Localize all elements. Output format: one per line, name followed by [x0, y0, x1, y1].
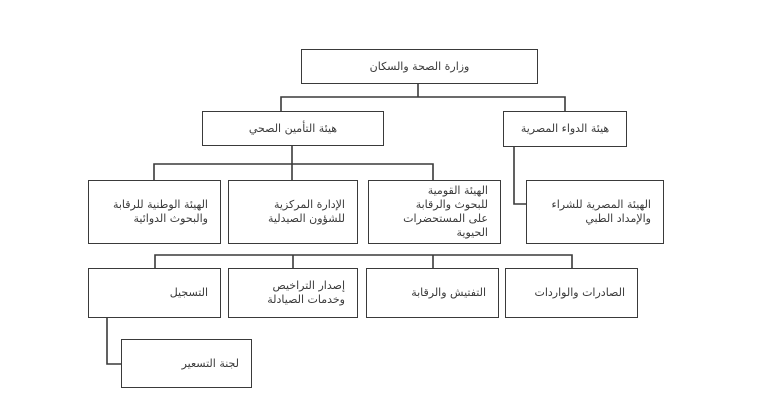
connector-drug-to-procurement [513, 147, 526, 205]
connector-level2-bus [280, 96, 566, 111]
node-drug-authority-label: هيئة الدواء المصرية [520, 122, 610, 135]
node-health-insurance: هيئة التأمين الصحي [202, 111, 384, 146]
node-import-export-label: الصادرات والواردات [534, 286, 626, 299]
node-national-org: الهيئة الوطنية للرقابة والبحوث الدوائية [88, 180, 221, 244]
node-health-insurance-label: هيئة التأمين الصحي [248, 121, 338, 135]
node-ministry: وزارة الصحة والسكان [301, 49, 538, 84]
connector-level4-bus [154, 254, 573, 268]
node-import-export: الصادرات والواردات [505, 268, 638, 318]
node-procurement-label: الهيئة المصرية للشراء والإمداد الطبي [551, 198, 651, 225]
node-inspection: التفتيش والرقابة [366, 268, 499, 318]
node-registration: التسجيل [88, 268, 221, 318]
connector-insurance-bus [153, 163, 434, 180]
node-licensing-label: إصدار التراخيص وخدمات الصيادلة [267, 279, 345, 306]
node-inspection-label: التفتيش والرقابة [411, 286, 486, 299]
node-drug-authority: هيئة الدواء المصرية [503, 111, 627, 147]
node-registration-label: التسجيل [169, 286, 208, 299]
node-licensing: إصدار التراخيص وخدمات الصيادلة [228, 268, 358, 318]
node-pricing: لجنة التسعير [121, 339, 252, 388]
node-ministry-label: وزارة الصحة والسكان [369, 59, 470, 73]
node-national-authority-label: الهيئة القومية للبحوث والرقابة على المست… [403, 184, 488, 239]
node-central-admin-label: الإدارة المركزية للشؤون الصيدلية [268, 198, 345, 225]
node-central-admin: الإدارة المركزية للشؤون الصيدلية [228, 180, 358, 244]
node-national-org-label: الهيئة الوطنية للرقابة والبحوث الدوائية [112, 198, 208, 225]
connector-registration-to-pricing [106, 318, 121, 365]
node-pricing-label: لجنة التسعير [181, 356, 239, 370]
node-procurement: الهيئة المصرية للشراء والإمداد الطبي [526, 180, 664, 244]
node-national-authority: الهيئة القومية للبحوث والرقابة على المست… [368, 180, 501, 244]
